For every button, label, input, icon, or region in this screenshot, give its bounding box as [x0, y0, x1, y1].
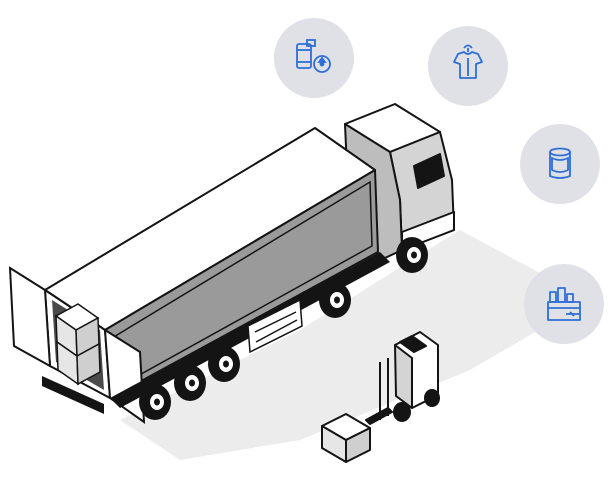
paint-can-icon: [520, 124, 600, 204]
cab-window: [413, 153, 445, 189]
wheel: [174, 365, 206, 401]
wheel: [396, 237, 428, 273]
wheel: [139, 384, 171, 420]
forklift: [365, 331, 440, 425]
left-door: [8, 266, 52, 368]
pallet-box: [321, 413, 371, 463]
side-tank: [247, 298, 303, 354]
packaged-goods-icon: [524, 264, 604, 344]
hazardous-chemicals-icon: [274, 18, 354, 98]
apparel-icon: [428, 26, 508, 106]
cargo-boxes: [54, 303, 101, 386]
wheel: [208, 346, 240, 382]
wheel: [319, 282, 351, 318]
wheels: [139, 237, 428, 420]
ground-shadow: [120, 230, 590, 460]
